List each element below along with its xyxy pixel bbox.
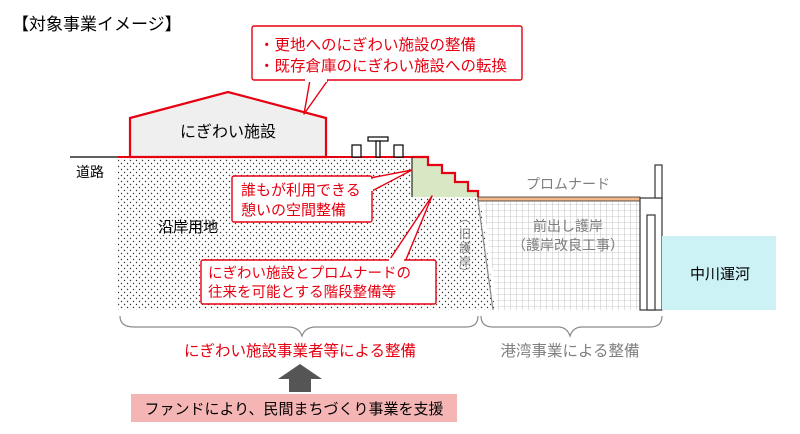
support-box — [131, 394, 457, 422]
old-seawall-line — [477, 200, 494, 311]
brace-left — [119, 315, 479, 338]
callout-top-line1: ・更地へのにぎわい施設の整備 — [259, 36, 476, 54]
callout-stairs-box — [200, 259, 437, 305]
stairs-steps — [412, 155, 480, 197]
callout-rest-line2: 憩いの空間整備 — [241, 201, 346, 219]
promenade-label: プロムナード — [526, 177, 610, 193]
svg-text:）: ） — [458, 267, 471, 278]
seawall-label-line1: 前出し護岸 — [533, 218, 603, 235]
small-block-left — [351, 144, 362, 158]
callout-rest-box — [231, 175, 373, 223]
bench-top — [367, 136, 389, 142]
stairs-area — [412, 157, 478, 197]
seawall-label-line2: （護岸改良工事） — [512, 238, 624, 254]
callout-rest-line1: 誰もが利用できる — [241, 181, 361, 199]
coastal-land-label: 沿岸用地 — [158, 218, 218, 236]
sheet-pile-inner — [646, 214, 656, 311]
brace-right-label: 港湾事業による整備 — [500, 342, 639, 360]
railing-post — [654, 164, 663, 199]
svg-text:旧: 旧 — [459, 227, 471, 241]
support-arrow-icon — [278, 364, 322, 392]
small-block-right — [393, 144, 404, 158]
canal-label: 中川運河 — [690, 265, 750, 283]
building-shape — [128, 90, 328, 159]
diagram-title: 【対象事業イメージ】 — [12, 15, 182, 35]
svg-text:護: 護 — [459, 240, 471, 255]
callout-top-box — [251, 25, 523, 81]
brace-left-label: にぎわい施設事業者等による整備 — [184, 342, 416, 360]
seawall-grid-area — [483, 201, 640, 310]
callout-top-pointer — [303, 79, 329, 115]
old-seawall-label: （ 旧 護 岸 ） — [458, 213, 471, 278]
callout-top-line2: ・既存倉庫のにぎわい施設への転換 — [259, 57, 508, 75]
callout-stairs-line1: にぎわい施設とプロムナードの — [208, 265, 411, 282]
promenade-surface — [477, 196, 641, 202]
bench-leg — [375, 140, 381, 158]
canal-area — [662, 236, 776, 310]
callout-stairs-line2: 往来を可能とする階段整備等 — [208, 283, 396, 301]
support-label: ファンドにより、民間まちづくり事業を支援 — [144, 400, 443, 418]
svg-text:（: （ — [458, 213, 471, 224]
brace-right — [480, 315, 663, 338]
road-label: 道路 — [76, 165, 104, 181]
building-label: にぎわい施設 — [180, 122, 276, 141]
svg-text:岸: 岸 — [459, 255, 471, 269]
